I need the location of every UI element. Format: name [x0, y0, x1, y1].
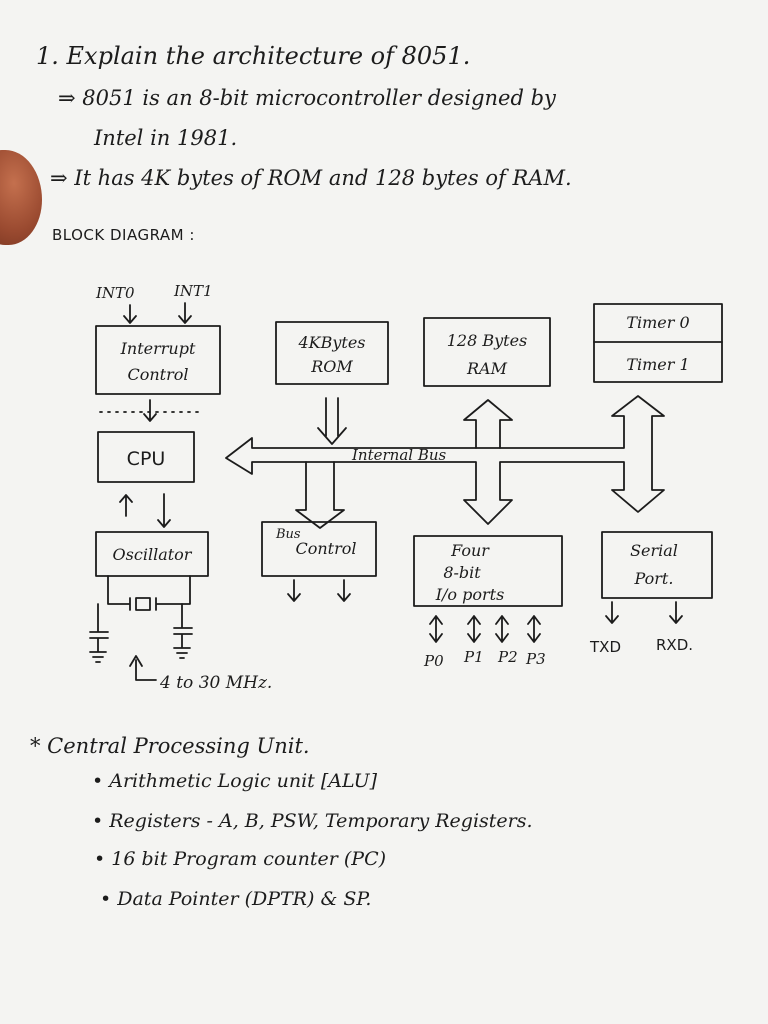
- cpu-label: CPU: [127, 448, 166, 470]
- io-ports-box: [413, 535, 563, 607]
- port-label-p3: P3: [525, 650, 546, 668]
- interrupt-control-box: [95, 325, 221, 395]
- rom-box: [275, 321, 389, 385]
- interrupt-control-line2: Control: [127, 365, 188, 384]
- timer-box: [593, 303, 723, 383]
- cpu-item-registers: • Registers - A, B, PSW, Temporary Regis…: [92, 810, 533, 832]
- intc-cpu-arrow: [143, 399, 157, 422]
- oscillator-box: [95, 531, 209, 577]
- port-arrows: [429, 615, 541, 643]
- crystal-note-arrow: [129, 655, 143, 667]
- serial-port-box: [601, 531, 713, 599]
- interrupt-control-line1: Interrupt: [120, 339, 196, 358]
- cpu-item-pc: • 16 bit Program counter (PC): [94, 848, 387, 870]
- int1-arrow: [178, 302, 192, 324]
- crystal-frequency-note: 4 to 30 MHz.: [159, 673, 272, 693]
- rom-bus-arrow: [317, 397, 347, 445]
- port-label-p1: P1: [463, 648, 484, 666]
- serial-line2: Port.: [634, 569, 674, 588]
- ram-box: [423, 317, 551, 387]
- ram-line2: RAM: [466, 359, 508, 378]
- bus-control-line2: Control: [295, 539, 356, 558]
- point-designed-by: ⇒ 8051 is an 8-bit microcontroller desig…: [58, 86, 556, 110]
- point-rom-ram: ⇒ It has 4K bytes of ROM and 128 bytes o…: [50, 166, 572, 190]
- port-label-p0: P0: [423, 652, 444, 670]
- serial-line1: Serial: [630, 541, 678, 560]
- rom-line2: ROM: [310, 357, 353, 376]
- io-line2: 8-bit: [443, 563, 481, 582]
- internal-bus-arrow: [225, 395, 665, 525]
- txd-arrow: [605, 601, 619, 624]
- rxd-arrow: [669, 601, 683, 624]
- port-label-p2: P2: [497, 648, 518, 666]
- cpu-osc-arrow: [157, 493, 171, 528]
- crystal-note-bracket: [135, 659, 157, 681]
- cpu-section-heading: * Central Processing Unit.: [30, 734, 310, 758]
- block-diagram: INT0 INT1 Interrupt Control 4KBytes ROM …: [89, 282, 723, 693]
- timer1-label: Timer 1: [626, 355, 689, 374]
- ground-left-icon: [89, 603, 109, 663]
- bus-control-line1: Bus: [275, 527, 301, 542]
- ram-line1: 128 Bytes: [447, 331, 528, 350]
- rom-line1: 4KBytes: [297, 333, 365, 352]
- cpu-box: [97, 431, 195, 483]
- io-line3: I/o ports: [435, 585, 505, 604]
- bus-control-box: [261, 521, 377, 577]
- int1-label: INT1: [173, 282, 213, 300]
- cpu-item-alu: • Arithmetic Logic unit [ALU]: [92, 770, 377, 792]
- ram-bus-arrow: [463, 399, 513, 449]
- cpu-item-dptr-sp: • Data Pointer (DPTR) & SP.: [100, 888, 372, 910]
- txd-label: TXD: [589, 638, 621, 656]
- internal-bus-label: Internal Bus: [351, 446, 447, 464]
- block-diagram-heading: BLOCK DIAGRAM :: [52, 226, 195, 244]
- bus-out-arrow-2: [337, 579, 351, 602]
- bus-control-arrow: [295, 461, 345, 529]
- question-title: 1. Explain the architecture of 8051.: [36, 42, 471, 70]
- ground-right-icon: [173, 603, 193, 659]
- int0-arrow: [123, 304, 137, 324]
- timer0-label: Timer 0: [626, 313, 689, 332]
- crystal-symbol: [107, 575, 191, 611]
- osc-cpu-arrow: [119, 494, 133, 517]
- io-line1: Four: [450, 541, 490, 560]
- rxd-label: RXD.: [656, 636, 693, 654]
- point-intel-year: Intel in 1981.: [94, 126, 238, 150]
- bus-out-arrow-1: [287, 579, 301, 602]
- oscillator-label: Oscillator: [113, 545, 193, 564]
- int0-label: INT0: [95, 284, 135, 302]
